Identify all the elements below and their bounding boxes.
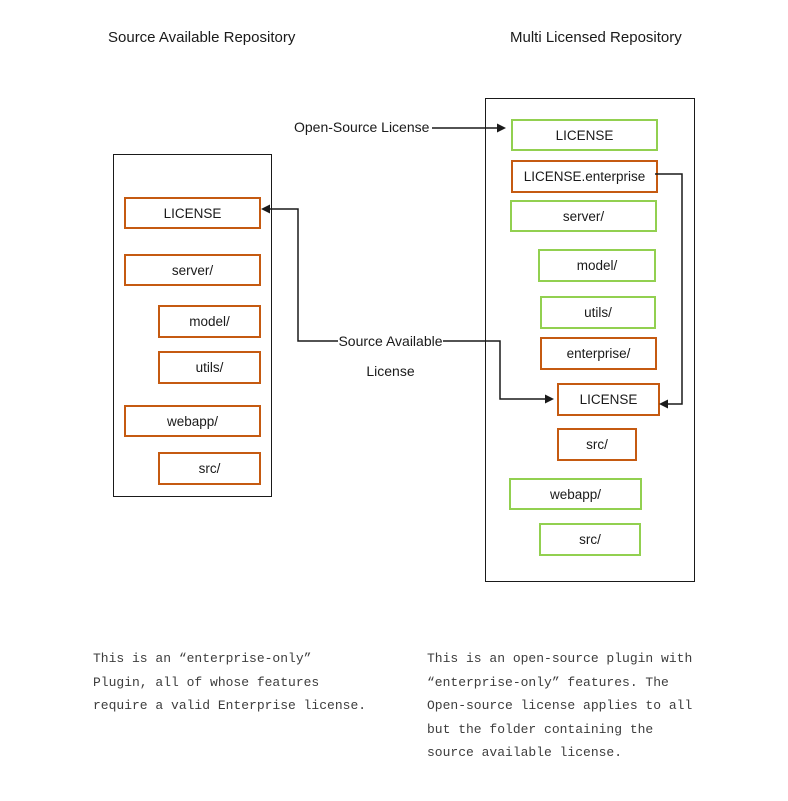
note-line: “enterprise-only” features. The	[427, 674, 669, 690]
folder-box-server-right: server/	[510, 200, 657, 232]
source-available-license-label: Source Available License	[338, 326, 443, 386]
left-panel-note: This is an “enterprise-only” Plugin, all…	[93, 647, 366, 718]
note-line: source available license.	[427, 745, 623, 760]
folder-box-model-right: model/	[538, 249, 656, 282]
folder-box-enterprise: enterprise/	[540, 337, 657, 370]
open-source-license-label: Open-Source License	[294, 119, 430, 135]
note-line: Open-source license applies to all	[427, 698, 693, 713]
note-line: require a valid Enterprise license.	[93, 698, 367, 713]
note-line: Plugin, all of whose features	[93, 674, 320, 690]
folder-box-license-inner: LICENSE	[557, 383, 660, 416]
folder-box-src-enterprise: src/	[557, 428, 637, 461]
folder-box-model: model/	[158, 305, 261, 338]
folder-box-server: server/	[124, 254, 261, 286]
right-panel-title: Multi Licensed Repository	[510, 29, 682, 46]
right-panel-note: This is an open-source plugin with “ente…	[427, 647, 692, 765]
folder-box-utils: utils/	[158, 351, 261, 384]
note-line: This is an “enterprise-only”	[93, 651, 312, 666]
source-available-license-arrow-left	[261, 204, 338, 342]
folder-box-utils-right: utils/	[540, 296, 656, 329]
left-panel-title: Source Available Repository	[108, 29, 296, 46]
folder-box-license-enterprise: LICENSE.enterprise	[511, 160, 658, 193]
folder-box-license-open: LICENSE	[511, 119, 658, 151]
folder-box-license: LICENSE	[124, 197, 261, 229]
folder-box-webapp-right: webapp/	[509, 478, 642, 510]
note-line: but the folder containing the	[427, 721, 654, 737]
folder-box-webapp: webapp/	[124, 405, 261, 437]
folder-box-src: src/	[158, 452, 261, 485]
source-available-license-label-line1: Source Available	[338, 333, 443, 349]
source-available-license-label-line2: License	[366, 363, 415, 379]
note-line: This is an open-source plugin with	[427, 651, 693, 666]
folder-box-src-right: src/	[539, 523, 641, 556]
